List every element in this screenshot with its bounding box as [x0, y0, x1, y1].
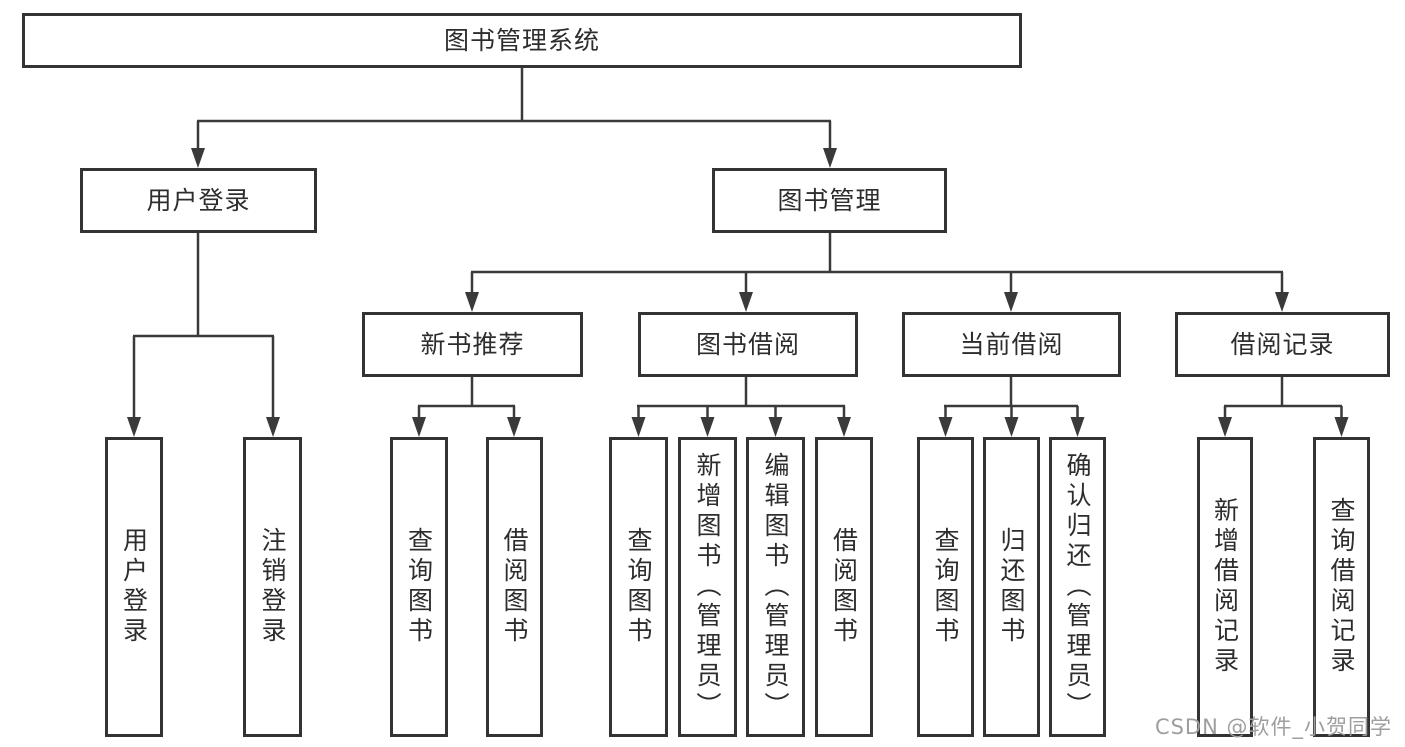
leaf-edit-book-admin: 编辑图书（管理员）: [746, 437, 805, 737]
leaf-query-book-1: 查询图书: [390, 437, 448, 737]
node-book-borrow: 图书借阅: [638, 312, 858, 377]
tree-edges: [132, 68, 1343, 419]
node-current-borrow: 当前借阅: [902, 312, 1121, 377]
node-new-book-recommend: 新书推荐: [362, 312, 583, 377]
leaf-logout: 注销登录: [243, 437, 302, 737]
node-book-management: 图书管理: [712, 168, 947, 233]
leaf-query-borrow-record: 查询借阅记录: [1313, 437, 1370, 737]
leaf-add-book-admin: 新增图书（管理员）: [678, 437, 737, 737]
leaf-query-book-2: 查询图书: [609, 437, 668, 737]
csdn-watermark: CSDN @软件_小贺同学: [1154, 715, 1392, 739]
node-user-login: 用户登录: [80, 168, 317, 233]
leaf-confirm-return-admin: 确认归还（管理员）: [1049, 437, 1106, 737]
leaf-borrow-book-2: 借阅图书: [815, 437, 873, 737]
leaf-borrow-book-1: 借阅图书: [486, 437, 543, 737]
arrowheads: [127, 148, 1349, 437]
leaf-query-book-3: 查询图书: [917, 437, 974, 737]
node-borrow-record: 借阅记录: [1175, 312, 1390, 377]
node-root-system: 图书管理系统: [22, 13, 1022, 68]
leaf-return-book: 归还图书: [983, 437, 1040, 737]
leaf-user-login: 用户登录: [105, 437, 163, 737]
leaf-add-borrow-record: 新增借阅记录: [1197, 437, 1253, 737]
